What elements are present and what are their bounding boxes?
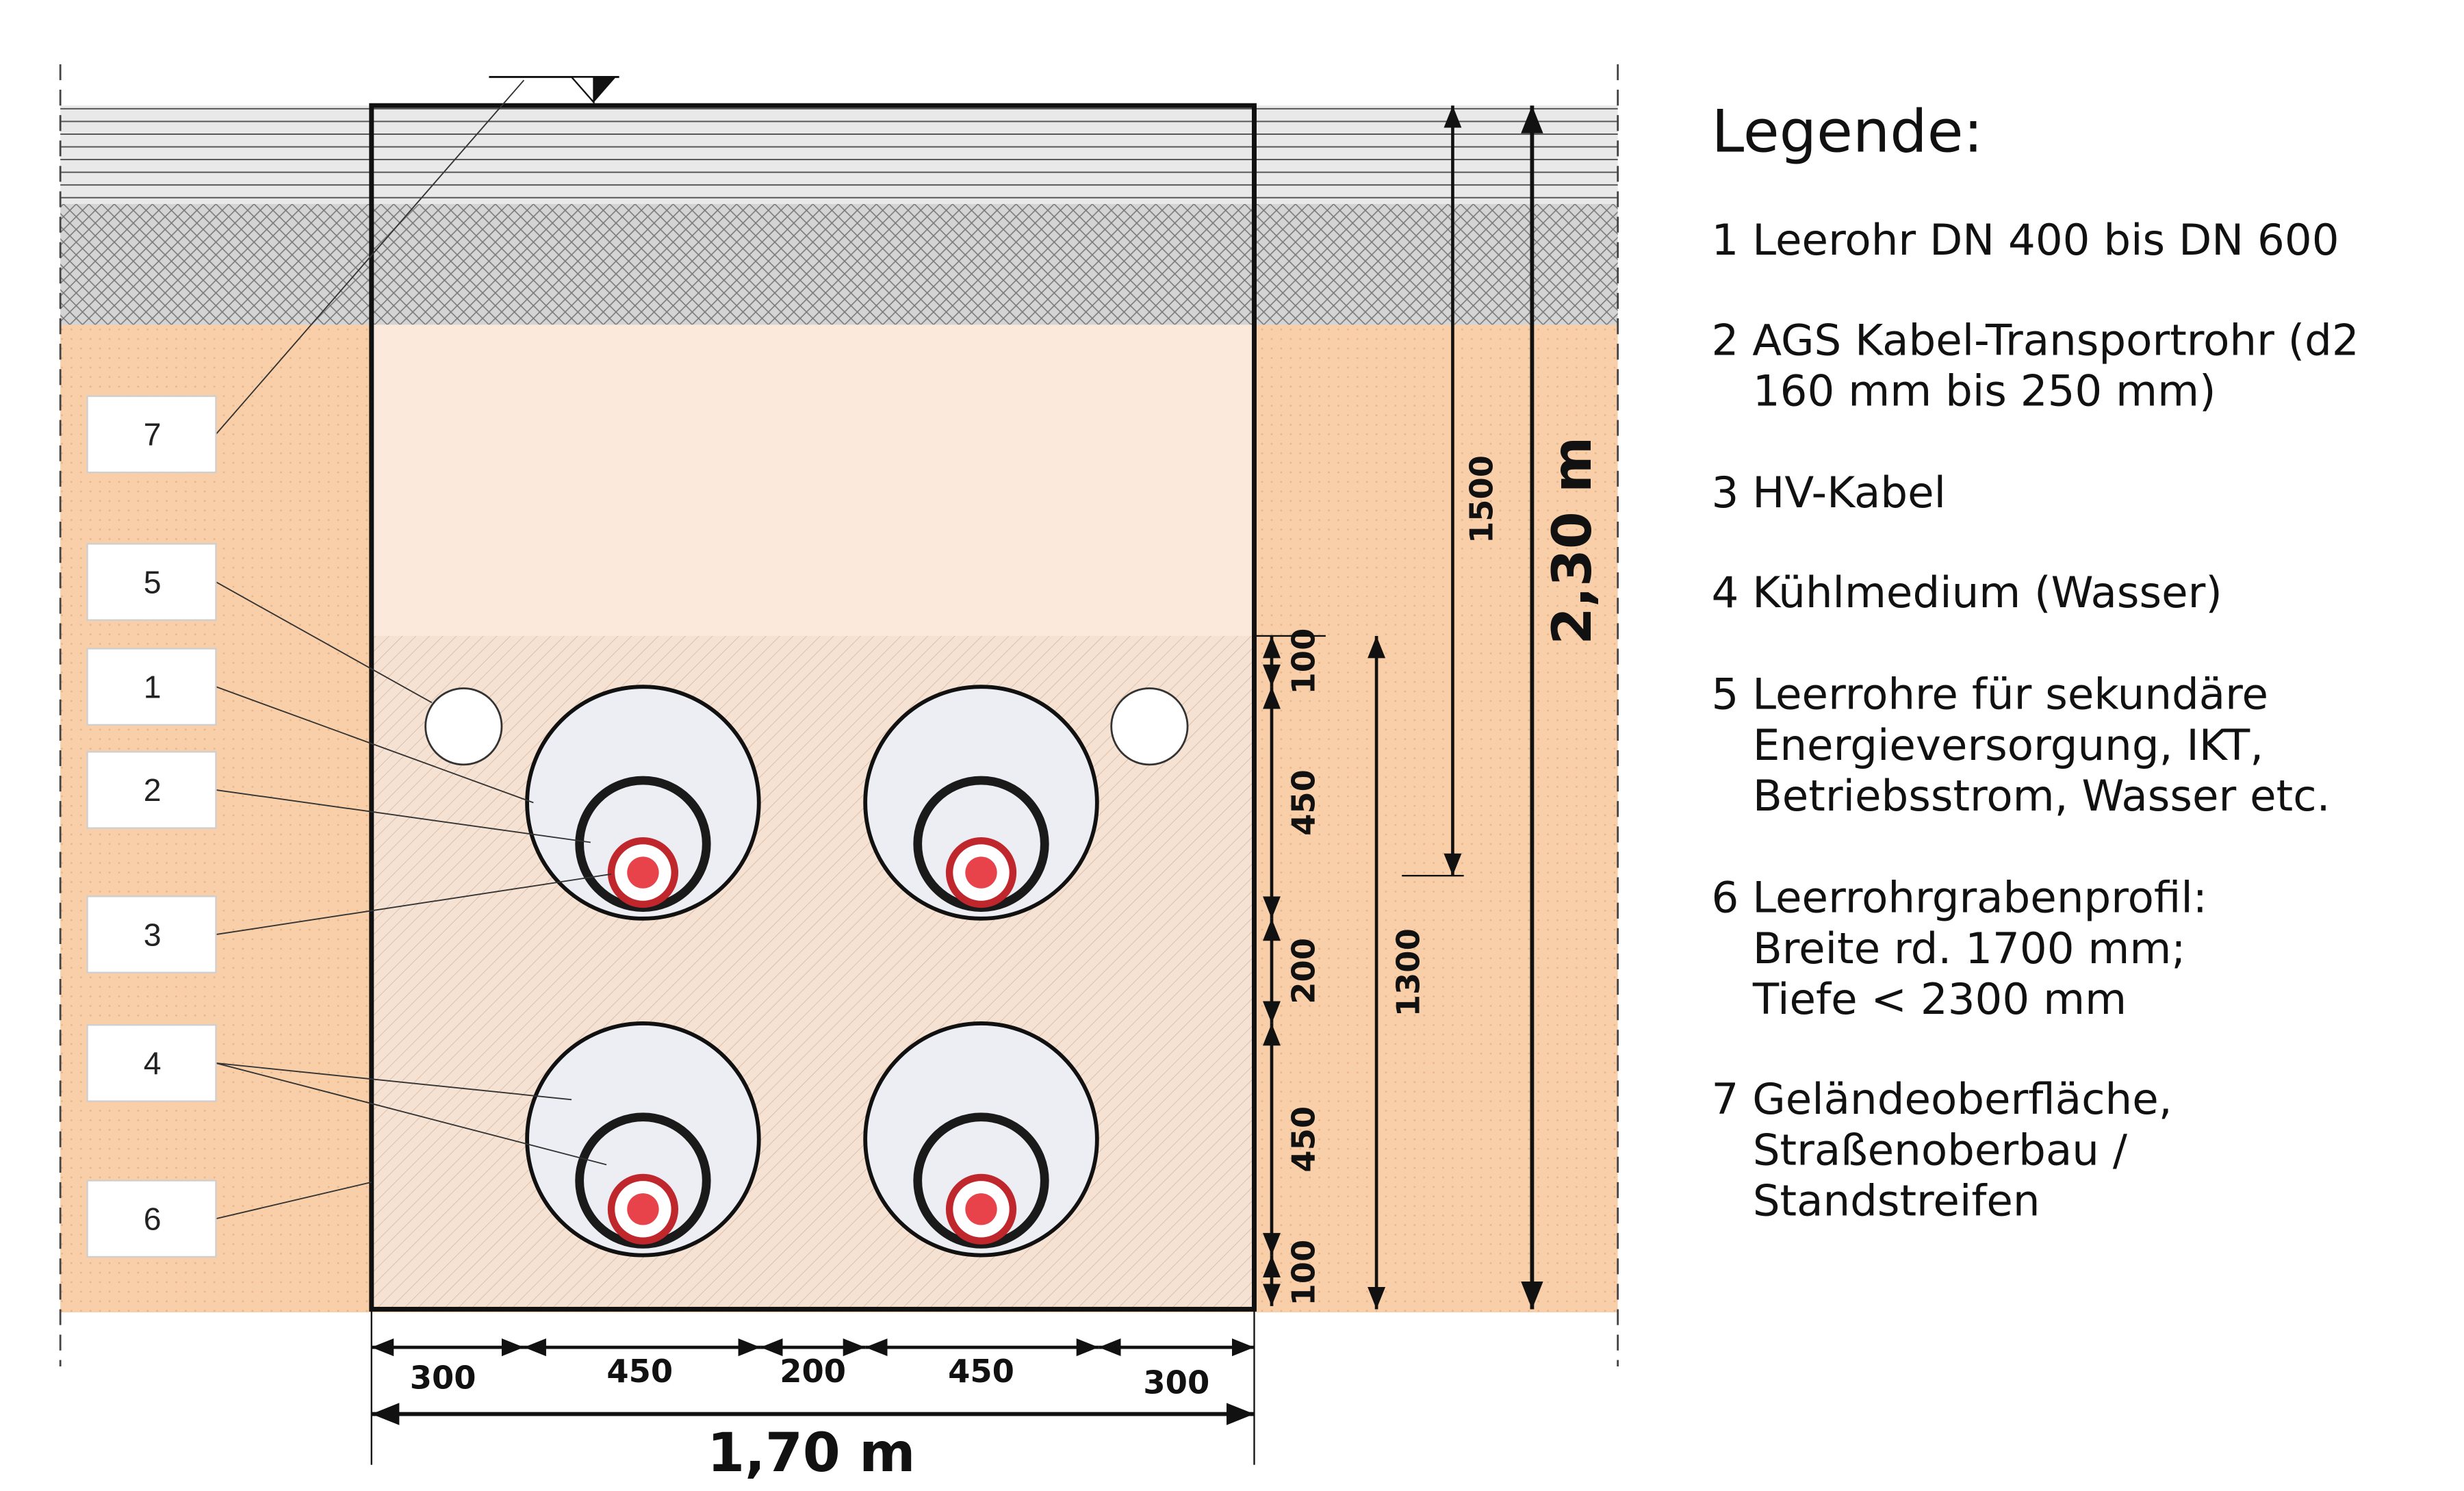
dim-v-5: 100 — [1285, 1240, 1322, 1306]
dim-total-depth-label: 2,30 m — [1541, 437, 1604, 645]
legend-line-8: Betriebsstrom, Wasser etc. — [1753, 771, 2331, 821]
dim-h-5: 300 — [1143, 1364, 1209, 1401]
legend-line-9: 6 Leerrohrgrabenprofil: — [1712, 873, 2207, 923]
bottom-dimension-chain — [370, 1309, 1255, 1465]
legend-title: Legende: — [1712, 97, 1984, 166]
legend-line-3: 160 mm bis 250 mm) — [1753, 366, 2216, 416]
legend-line-5: 4 Kühlmedium (Wasser) — [1712, 568, 2222, 617]
label-box-6: 6 — [86, 1180, 217, 1258]
pipe-assembly-2 — [863, 685, 1099, 921]
road-lines — [60, 105, 1618, 205]
legend-line-10: Breite rd. 1700 mm; — [1753, 923, 2186, 973]
label-box-4: 4 — [86, 1024, 217, 1102]
legend-line-4: 3 HV-Kabel — [1712, 468, 1947, 518]
hv-cable-core — [627, 1193, 659, 1225]
leader-lines — [215, 79, 612, 1220]
dim-v-3: 200 — [1285, 938, 1322, 1004]
label-box-frame — [86, 751, 217, 829]
label-box-number: 3 — [144, 917, 162, 952]
dim-total-width-label: 1,70 m — [707, 1421, 915, 1484]
secondary-conduit-left — [424, 687, 503, 766]
pipe-bedding-hatch — [371, 635, 1255, 1310]
dim-h-3: 200 — [780, 1353, 846, 1390]
legend-line-1: 1 Leerohr DN 400 bis DN 600 — [1712, 215, 2339, 265]
dim-v-1: 100 — [1285, 628, 1322, 695]
label-box-frame — [86, 648, 217, 726]
label-box-frame — [86, 1024, 217, 1102]
label-box-frame — [86, 895, 217, 973]
label-box-5: 5 — [86, 543, 217, 621]
label-box-2: 2 — [86, 751, 217, 829]
dim-h-1: 300 — [410, 1359, 476, 1396]
label-box-number: 2 — [144, 772, 162, 808]
hv-cable-core — [965, 856, 997, 889]
pipe-assembly-1 — [525, 685, 761, 921]
legend-line-13: Straßenoberbau / — [1753, 1125, 2128, 1175]
label-box-number: 1 — [144, 669, 162, 704]
trench-outline — [369, 103, 1257, 1312]
label-box-number: 6 — [144, 1201, 162, 1236]
hv-cable-core — [965, 1193, 997, 1225]
legend-line-7: Energieversorgung, IKT, — [1753, 720, 2263, 770]
gravel-hatch — [60, 204, 1618, 325]
label-box-3: 3 — [86, 895, 217, 973]
secondary-conduit-right — [1110, 687, 1189, 766]
label-box-1: 1 — [86, 648, 217, 726]
legend: Legende: 1 Leerohr DN 400 bis DN 600 2 A… — [1712, 97, 2359, 1225]
legend-line-14: Standstreifen — [1753, 1176, 2040, 1226]
vertical-dimension-chain — [1254, 635, 1326, 1306]
pipe-assembly-4 — [863, 1021, 1099, 1258]
label-box-number: 7 — [144, 417, 162, 453]
label-box-number: 5 — [144, 564, 162, 600]
pipe-assembly-3 — [525, 1021, 761, 1258]
dim-1500-label: 1500 — [1463, 455, 1500, 544]
dim-1300-label: 1300 — [1390, 928, 1427, 1017]
dim-h-4: 450 — [948, 1353, 1014, 1390]
dim-h-2: 450 — [606, 1353, 673, 1390]
label-box-7: 7 — [86, 395, 217, 474]
legend-line-11: Tiefe < 2300 mm — [1752, 974, 2127, 1024]
label-box-number: 4 — [144, 1045, 162, 1081]
legend-line-6: 5 Leerrohre für sekundäre — [1712, 670, 2269, 719]
legend-line-2: 2 AGS Kabel-Transportrohr (d2 — [1712, 315, 2359, 365]
label-box-frame — [86, 543, 217, 621]
label-box-frame — [86, 395, 217, 474]
ground-level-half-triangle — [569, 76, 595, 105]
legend-line-12: 7 Geländeoberfläche, — [1712, 1074, 2172, 1124]
hv-cable-core — [627, 856, 659, 889]
dim-v-4: 450 — [1285, 1106, 1322, 1173]
dim-v-2: 450 — [1285, 769, 1322, 836]
backfill-zone — [371, 324, 1255, 636]
label-box-frame — [86, 1180, 217, 1258]
